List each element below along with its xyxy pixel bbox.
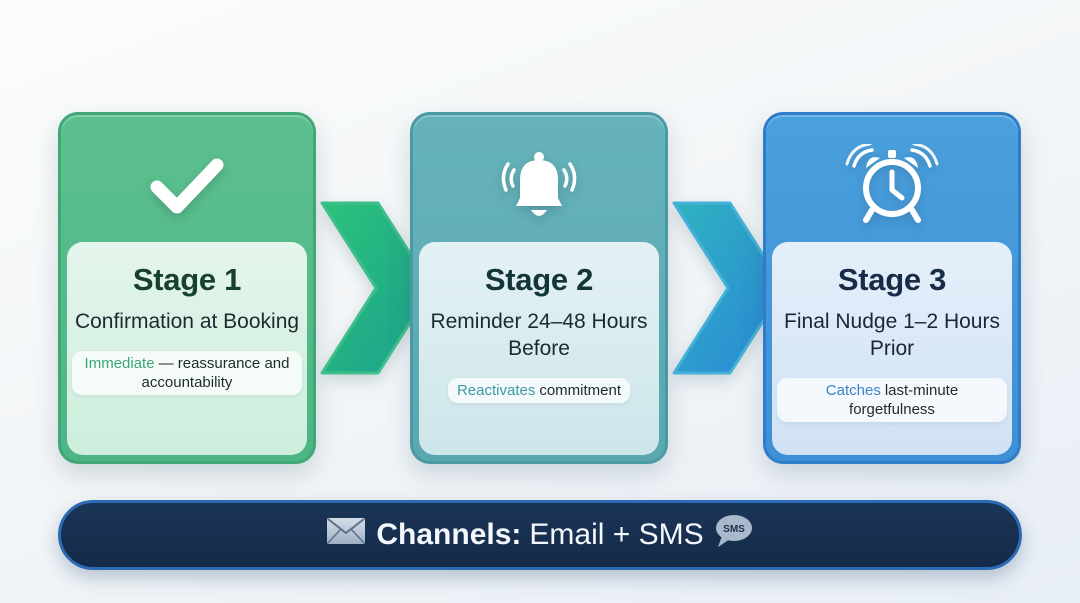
stage-3-panel: Stage 3 Final Nudge 1–2 Hours Prior Catc… <box>772 242 1012 455</box>
stage-title: Stage 3 <box>837 262 947 297</box>
envelope-icon <box>326 517 366 553</box>
stage-title: Stage 1 <box>132 262 242 297</box>
stage-2-panel: Stage 2 Reminder 24–48 Hours Before Reac… <box>419 242 659 455</box>
stage-note-text: commitment <box>539 382 622 399</box>
stage-note-text: — reassurance and accountability <box>141 355 290 391</box>
svg-text:SMS: SMS <box>723 524 745 535</box>
channels-value: Email + SMS <box>529 518 704 551</box>
stage-2-card: Stage 2 Reminder 24–48 Hours Before Reac… <box>410 112 668 464</box>
stage-note-accent: Reactivates <box>456 382 536 399</box>
stage-note: Immediate— reassurance and accountabilit… <box>72 351 302 395</box>
checkmark-icon <box>61 141 313 231</box>
alarm-clock-icon <box>766 141 1018 231</box>
stage-1-card: Stage 1 Confirmation at Booking Immediat… <box>58 112 316 464</box>
stage-note-accent: Immediate <box>84 355 155 372</box>
stage-note-text: last-minute forgetfulness <box>849 382 959 418</box>
channels-banner: Channels: Email + SMS SMS <box>58 500 1022 570</box>
stage-description: Reminder 24–48 Hours Before <box>430 310 648 360</box>
stage-description: Final Nudge 1–2 Hours Prior <box>784 310 1000 360</box>
stage-title: Stage 2 <box>484 262 594 297</box>
stage-description: Confirmation at Booking <box>74 310 300 333</box>
stage-3-card: Stage 3 Final Nudge 1–2 Hours Prior Catc… <box>763 112 1021 464</box>
stage-note-accent: Catches <box>825 382 881 399</box>
channels-label: Channels: <box>376 518 522 551</box>
stage-1-panel: Stage 1 Confirmation at Booking Immediat… <box>67 242 307 455</box>
chevron-right-icon <box>316 197 436 379</box>
chevron-right-icon <box>668 197 788 379</box>
sms-bubble-icon: SMS <box>714 514 754 556</box>
bell-icon <box>413 141 665 231</box>
